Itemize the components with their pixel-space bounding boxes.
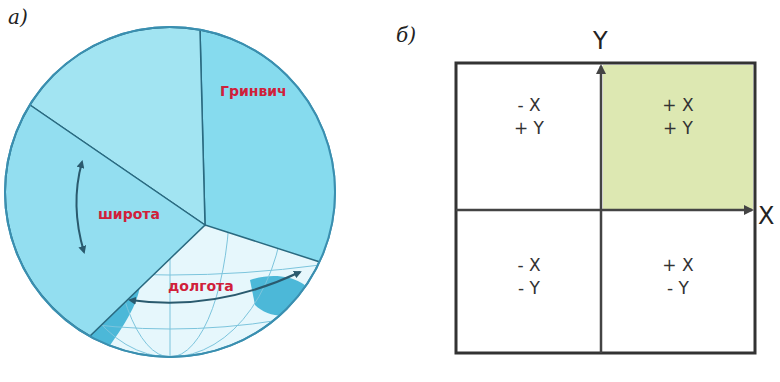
quadrant-box: - X- Y	[458, 212, 600, 351]
quadrant-box: + X- Y	[603, 212, 753, 351]
axis-label: Y	[593, 28, 608, 54]
panel-letter: б)	[396, 24, 416, 46]
frame	[456, 63, 755, 353]
sign-label: + Y	[663, 117, 693, 140]
quadrant-box: - X+ Y	[458, 65, 600, 209]
longitude-label: долгота	[168, 279, 234, 294]
panel-letter: а)	[8, 6, 28, 28]
sign-label: - Y	[667, 277, 689, 300]
meridian-label: Гринвич	[220, 84, 287, 99]
axis-label: X	[758, 203, 774, 229]
latitude-label: широта	[98, 207, 160, 222]
quadrant-box: + X+ Y	[603, 65, 753, 209]
sign-label: + Y	[514, 117, 544, 140]
sign-label: - X	[517, 254, 540, 277]
sign-label: + X	[662, 254, 693, 277]
sign-label: + X	[662, 94, 693, 117]
sign-label: - X	[517, 94, 540, 117]
sign-label: - Y	[518, 277, 540, 300]
